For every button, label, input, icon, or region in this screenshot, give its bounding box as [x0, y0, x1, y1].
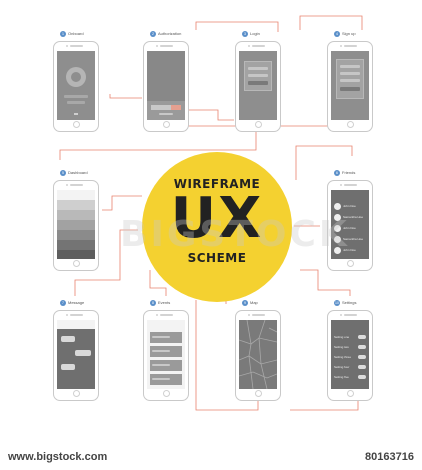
email-field[interactable] — [340, 72, 360, 75]
setting-toggle[interactable] — [358, 345, 366, 349]
friend-name: John Doe — [343, 226, 356, 230]
phone-map — [235, 310, 281, 401]
setting-toggle[interactable] — [358, 365, 366, 369]
connector-auth-login-bottom — [188, 109, 234, 121]
setting-label: Setting two — [334, 345, 349, 349]
friend-name: Samantha Hoe — [343, 215, 364, 219]
signup-button[interactable] — [171, 105, 181, 110]
connector-circle-settings — [300, 269, 351, 296]
stock-footer: www.bigstock.com 80163716 — [0, 445, 422, 470]
phone-friends: John Doe Samantha Hoe John Doe Samantha … — [327, 180, 373, 271]
title-scheme: SCHEME — [187, 251, 247, 265]
phone-events — [143, 310, 189, 401]
screen-friends: John Doe Samantha Hoe John Doe Samantha … — [331, 190, 369, 259]
setting-label: Setting three — [334, 355, 352, 359]
setting-label: Setting five — [334, 375, 349, 379]
watermark: BIGSTOCK — [120, 214, 350, 255]
name-field[interactable] — [340, 65, 360, 68]
connector-signup-friends — [295, 145, 353, 180]
footer-site: www.bigstock.com — [8, 451, 108, 463]
avatar — [334, 214, 341, 221]
screen-login — [239, 51, 277, 120]
screen-onboard — [57, 51, 95, 120]
connector-onboard-auth — [109, 94, 142, 99]
setting-label: Setting four — [334, 365, 350, 369]
avatar — [334, 247, 341, 254]
title-wireframe: WIREFRAME — [173, 177, 261, 191]
friend-name: John Doe — [343, 248, 356, 252]
password-field[interactable] — [340, 79, 360, 82]
screen-authorization — [147, 51, 185, 120]
setting-toggle[interactable] — [358, 355, 366, 359]
phone-message — [53, 310, 99, 401]
phone-settings: Setting one Setting two Setting three Se… — [327, 310, 373, 401]
setting-toggle[interactable] — [358, 335, 366, 339]
screen-message — [57, 320, 95, 389]
screen-events — [147, 320, 185, 389]
message-bubble — [61, 336, 75, 342]
footer-image-id: 80163716 — [365, 451, 414, 463]
phone-login — [235, 41, 281, 132]
title-circle: WIREFRAME UX SCHEME — [142, 152, 292, 302]
phone-onboard — [53, 41, 99, 132]
setting-label: Setting one — [334, 335, 350, 339]
login-submit-button[interactable] — [248, 81, 268, 85]
connector-circle-map — [195, 300, 259, 411]
screen-signup — [331, 51, 369, 120]
login-button[interactable] — [151, 105, 181, 110]
password-field[interactable] — [248, 74, 268, 77]
connector-dashboard-circle — [102, 195, 142, 211]
connector-auth-login — [195, 21, 279, 32]
screen-settings: Setting one Setting two Setting three Se… — [331, 320, 369, 389]
friend-name: John Doe — [343, 204, 356, 208]
message-bubble — [61, 364, 75, 370]
avatar — [334, 236, 341, 243]
phone-authorization — [143, 41, 189, 132]
connector-login-signup — [299, 15, 363, 30]
signup-submit-button[interactable] — [340, 87, 360, 91]
connector-circle-events — [149, 270, 167, 296]
avatar — [334, 225, 341, 232]
friend-name: Samantha Hoe — [343, 237, 364, 241]
phone-signup — [327, 41, 373, 132]
phone-dashboard — [53, 180, 99, 271]
avatar — [334, 203, 341, 210]
username-field[interactable] — [248, 67, 268, 70]
map-roads-icon — [239, 320, 277, 389]
setting-toggle[interactable] — [358, 375, 366, 379]
screen-dashboard — [57, 190, 95, 259]
connector-circle-message — [74, 229, 138, 296]
screen-map — [239, 320, 277, 389]
message-bubble — [75, 350, 91, 356]
connector-login-dashboard — [59, 124, 257, 160]
title-ux: UX — [170, 186, 264, 251]
